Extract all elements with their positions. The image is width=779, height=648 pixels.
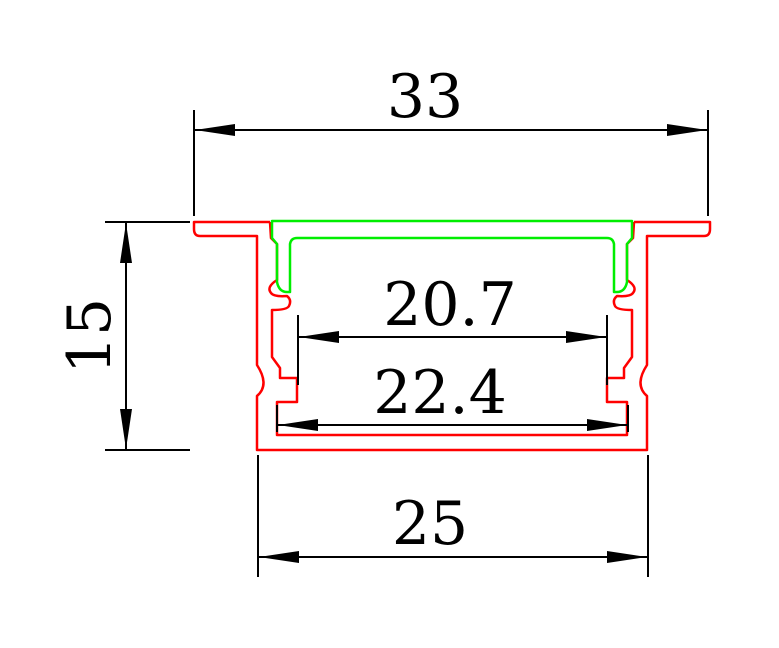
- dim-33-label: 33: [387, 62, 463, 132]
- diffuser-cover: [270, 219, 452, 294]
- profile-inner-edge: [268, 221, 452, 437]
- dim-25-label: 25: [392, 489, 468, 559]
- dimension-lines: [105, 110, 709, 577]
- profile-outer-edge: [192, 220, 452, 452]
- dim-15-label: 15: [55, 298, 125, 374]
- dim-20-7-label: 20.7: [383, 270, 517, 340]
- dim-22-4-label: 22.4: [373, 358, 507, 428]
- aluminium-profile: [192, 220, 452, 452]
